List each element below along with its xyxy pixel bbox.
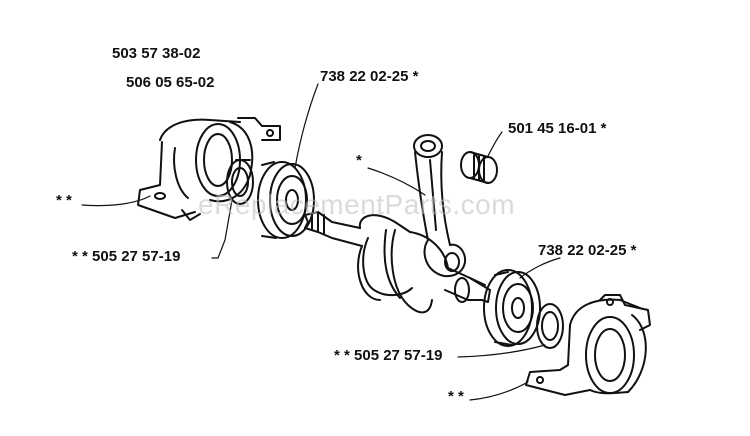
crankshaft	[304, 211, 491, 314]
label-bearing-right: 738 22 02-25 *	[538, 242, 637, 259]
label-seal-left: * * 505 27 57-19	[72, 248, 181, 265]
leader-right-star	[469, 381, 529, 401]
right-ball-bearing	[483, 269, 541, 347]
left-seal	[226, 159, 254, 205]
left-crankcase-half	[137, 117, 281, 221]
label-right-star: * *	[448, 388, 464, 405]
leader-needle	[487, 131, 503, 157]
label-left-star: * *	[56, 192, 72, 209]
right-seal	[536, 303, 564, 349]
label-seal-right: * * 505 27 57-19	[334, 347, 443, 364]
label-needle-bearing: 501 45 16-01 *	[508, 120, 607, 137]
needle-bearing	[460, 151, 498, 184]
right-crankcase-half	[525, 294, 651, 396]
leader-bearing-top	[294, 83, 319, 169]
leader-conrod	[367, 167, 426, 196]
left-ball-bearing	[257, 161, 315, 239]
leader-seal-left	[211, 199, 233, 259]
label-bearing-top: 738 22 02-25 *	[320, 68, 419, 85]
watermark: eReplacementParts.com	[198, 189, 516, 220]
label-housing-part-b: 506 05 65-02	[126, 74, 215, 91]
leader-bearing-right	[519, 257, 561, 279]
leader-lines	[81, 83, 561, 401]
leader-left-star	[81, 195, 151, 207]
leader-seal-right	[457, 344, 546, 358]
connecting-rod	[413, 134, 467, 278]
label-conrod-star: *	[356, 152, 362, 169]
label-housing-part-a: 503 57 38-02	[112, 45, 201, 62]
